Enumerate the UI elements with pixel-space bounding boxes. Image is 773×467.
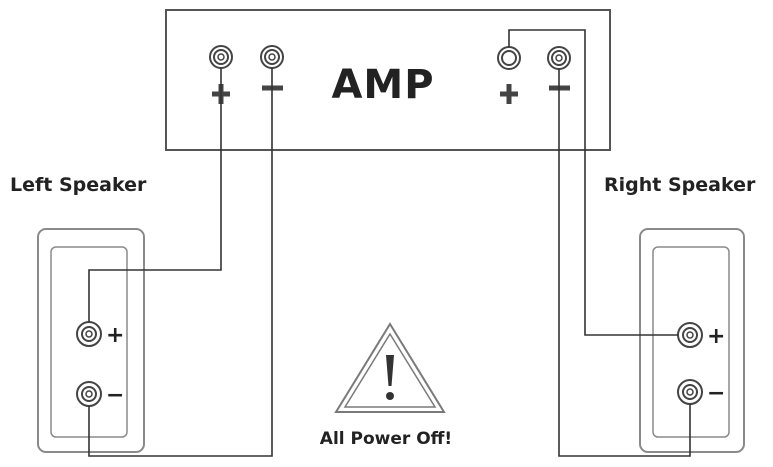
wires	[88, 29, 691, 457]
warning-triangle-icon	[334, 322, 446, 413]
wire-left-positive	[88, 68, 222, 322]
warning: All Power Off!	[320, 322, 452, 449]
amp-right-plus-icon	[500, 84, 518, 104]
amplifier: AMP	[165, 9, 611, 151]
warning-text: All Power Off!	[320, 429, 452, 449]
left-speaker-minus-sign: −	[106, 383, 124, 408]
amp-title: AMP	[331, 62, 434, 108]
left-speaker: + −	[37, 228, 145, 453]
right-speaker-title: Right Speaker	[604, 174, 756, 196]
wire-right-positive	[508, 29, 678, 336]
wire-left-negative	[88, 68, 273, 457]
amp-box	[165, 9, 611, 151]
left-speaker-title: Left Speaker	[10, 174, 147, 196]
right-speaker-minus-sign: −	[707, 381, 725, 406]
right-speaker: + −	[639, 228, 745, 453]
right-speaker-plus-sign: +	[707, 324, 725, 349]
wire-right-negative	[558, 69, 691, 457]
left-speaker-plus-sign: +	[106, 323, 124, 348]
